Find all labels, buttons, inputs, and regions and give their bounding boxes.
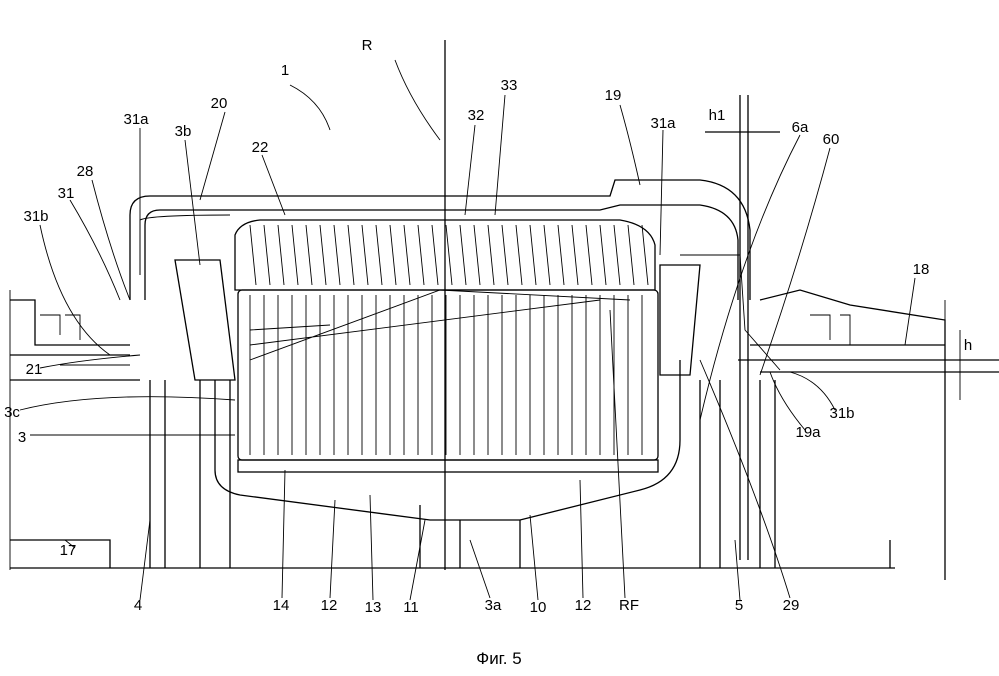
rotor-rib	[516, 225, 522, 455]
rotor-rib	[320, 225, 326, 455]
label-13: 13	[365, 599, 382, 616]
housing-outline	[10, 40, 999, 580]
rotor-rib	[334, 225, 340, 455]
figure-caption: Фиг. 5	[476, 649, 521, 668]
label-h1: h1	[709, 107, 726, 124]
label-4: 4	[134, 597, 142, 614]
rotor-rib	[278, 225, 284, 455]
rotor-rib	[530, 225, 536, 455]
rotor-rib	[586, 225, 592, 455]
rotor-rib	[250, 225, 256, 455]
label-h: h	[964, 337, 972, 354]
label-17: 17	[60, 542, 77, 559]
rotor-rib	[348, 225, 354, 455]
label-11: 11	[403, 599, 419, 616]
label-3c: 3c	[4, 404, 20, 421]
label-31b-left: 31b	[23, 208, 48, 225]
label-60: 60	[823, 131, 840, 148]
rotor-rib	[502, 225, 508, 455]
label-21: 21	[26, 361, 43, 378]
rotor-rib	[264, 225, 270, 455]
rotor-rib	[460, 225, 466, 455]
label-28: 28	[77, 163, 94, 180]
rotor-rib	[488, 225, 494, 455]
rotor-rib	[474, 225, 480, 455]
label-32: 32	[468, 107, 485, 124]
rotor-rib	[404, 225, 410, 455]
rotor-rib	[642, 225, 648, 455]
rotor-rib	[600, 225, 606, 455]
label-31b-right: 31b	[829, 405, 854, 422]
rotor-rib	[432, 225, 438, 455]
label-12-left: 12	[321, 597, 338, 614]
leader-lines	[20, 60, 915, 600]
label-31a-right: 31a	[650, 115, 676, 132]
label-20: 20	[211, 95, 228, 112]
label-12-right: 12	[575, 597, 592, 614]
label-19: 19	[605, 87, 622, 104]
rotor-rib	[558, 225, 564, 455]
label-3a: 3a	[485, 597, 502, 614]
rotor-rib	[292, 225, 298, 455]
label-RF: RF	[619, 597, 639, 614]
label-31a-left: 31a	[123, 111, 149, 128]
label-18: 18	[913, 261, 930, 278]
rotor-rib	[390, 225, 396, 455]
label-3: 3	[18, 429, 26, 446]
label-19a: 19a	[795, 424, 821, 441]
rotor-rib	[572, 225, 578, 455]
label-3b: 3b	[175, 123, 192, 140]
label-22: 22	[252, 139, 269, 156]
rotor-rib	[544, 225, 550, 455]
rotor-rib	[418, 225, 424, 455]
rotor-rib	[306, 225, 312, 455]
label-1: 1	[281, 62, 289, 79]
rotor-rib	[628, 225, 634, 455]
motor-rotor	[235, 220, 658, 472]
label-10: 10	[530, 599, 547, 616]
label-R: R	[362, 37, 373, 54]
label-29: 29	[783, 597, 800, 614]
rotor-rib	[376, 225, 382, 455]
label-14: 14	[273, 597, 290, 614]
rotor-rib	[446, 225, 452, 455]
label-31: 31	[58, 185, 75, 202]
label-33: 33	[501, 77, 518, 94]
airflow-arrows	[60, 215, 780, 370]
label-5: 5	[735, 597, 743, 614]
label-6a: 6a	[792, 119, 809, 136]
rotor-rib	[362, 225, 368, 455]
rotor-rib	[614, 225, 620, 455]
